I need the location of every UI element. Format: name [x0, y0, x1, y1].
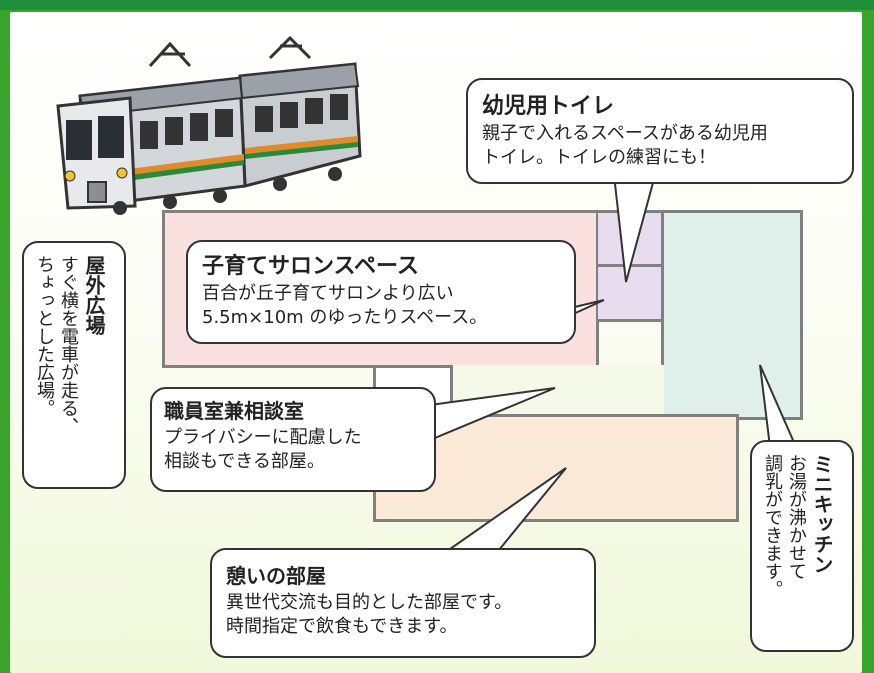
infant-toilet-bubble: 幼児用トイレ 親子で入れるスペースがある幼児用 トイレ。トイレの練習にも！: [466, 78, 854, 184]
kitchen-bubble: ミニキッチン お湯が沸かせて 調乳ができます。: [750, 440, 854, 652]
outdoor-desc: すぐ横を電車が走る、 ちょっとした広場。: [34, 255, 79, 435]
infant-toilet-title: 幼児用トイレ: [482, 94, 615, 119]
outdoor-bubble: 屋外広場 すぐ横を電車が走る、 ちょっとした広場。: [22, 241, 126, 489]
staff-title: 職員室兼相談室: [164, 399, 304, 423]
kitchen-title: ミニキッチン: [810, 454, 834, 574]
salon-desc: 百合が丘子育てサロンより広い 5.5m×10m のゆったりスペース。: [202, 283, 488, 328]
salon-bubble: 子育てサロンスペース 百合が丘子育てサロンより広い 5.5m×10m のゆったり…: [186, 240, 576, 344]
salon-title: 子育てサロンスペース: [202, 254, 419, 279]
staff-bubble: 職員室兼相談室 プライバシーに配慮した 相談もできる部屋。: [150, 387, 436, 492]
infant-toilet-desc: 親子で入れるスペースがある幼児用 トイレ。トイレの練習にも！: [482, 123, 768, 168]
rest-desc: 異世代交流も目的とした部屋です。 時間指定で飲食もできます。: [226, 592, 513, 637]
train-icon: [56, 36, 362, 215]
top-band: [0, 0, 874, 10]
staff-desc: プライバシーに配慮した 相談もできる部屋。: [164, 427, 362, 472]
kitchen-desc: お湯が沸かせて 調乳ができます。: [762, 454, 807, 598]
outdoor-title: 屋外広場: [82, 255, 106, 335]
rest-title: 憩いの部屋: [226, 564, 326, 588]
rest-bubble: 憩いの部屋 異世代交流も目的とした部屋です。 時間指定で飲食もできます。: [210, 548, 596, 658]
